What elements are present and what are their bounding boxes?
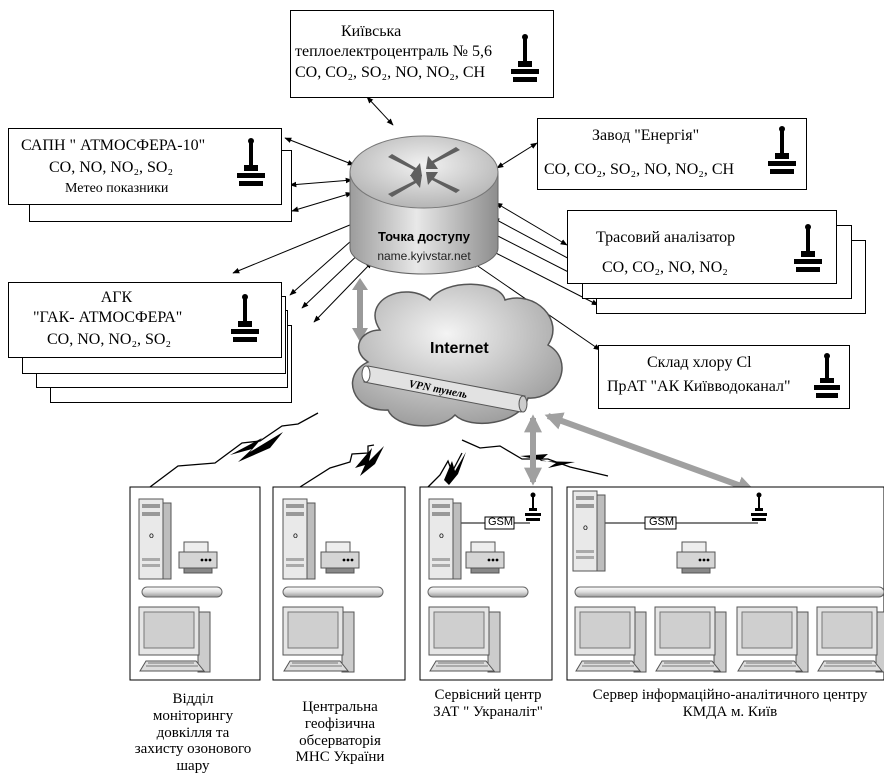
caption-line: довкілля та <box>156 724 230 741</box>
kyiv-tec-name2: теплоелектроцентраль № 5,6 <box>295 43 492 60</box>
lan-pipes <box>141 586 884 598</box>
computer-tower-icon: o <box>428 498 462 580</box>
monitor-icon <box>282 606 355 673</box>
sensor-antenna-icon <box>237 138 265 186</box>
sensor-antenna-icon <box>814 353 840 398</box>
agk-name: АГК <box>100 289 133 306</box>
access-point-host: name.kyivstar.net <box>377 249 471 263</box>
computer-tower-icon: o <box>282 498 316 580</box>
printer-icon <box>465 541 505 574</box>
caption-line: обсерваторія <box>299 732 381 749</box>
chlorine-name: Склад хлору Cl <box>647 354 752 371</box>
sensor-antenna-icon <box>768 126 796 174</box>
monitor-icon <box>654 606 727 673</box>
gsm-modems <box>460 516 758 530</box>
caption-observatory: Центральна геофізична обсерваторія МНС У… <box>270 699 410 766</box>
monitor-icon <box>816 606 884 673</box>
caption-server: Сервер інформаційно-аналітичного центру … <box>585 687 875 721</box>
gsm-label-server: GSM <box>649 516 675 528</box>
caption-line: КМДА м. Київ <box>682 703 778 720</box>
sapn-meteo: Метео показники <box>65 181 169 196</box>
caption-line: ЗАТ " Украналіт" <box>433 703 543 720</box>
energy-plant-box: Завод "Енергія" CO, CO₂, SO₂, NO, NO₂, C… <box>537 118 807 190</box>
caption-line: Сервер інформаційно-аналітичного центру <box>592 687 868 703</box>
wireless-links <box>149 412 609 488</box>
agk-system: "ГАК- АТМОСФЕРА" <box>33 309 183 326</box>
caption-line: захисту озонового <box>134 741 252 758</box>
monitor-icon <box>574 606 647 673</box>
printer-icon <box>676 541 716 574</box>
gsm-links <box>524 412 756 494</box>
access-point-label: Точка доступу <box>378 229 470 244</box>
sensor-antenna-icon <box>794 224 822 272</box>
chlorine-company: ПрАТ "АК Київводоканал" <box>607 378 791 395</box>
router-cloud-link <box>352 278 368 342</box>
internet-label: Internet <box>430 340 489 357</box>
internet-cloud <box>351 283 563 427</box>
printer-icon <box>178 541 218 574</box>
caption-line: геофізична <box>304 715 376 732</box>
sensor-antenna-icon <box>511 34 539 82</box>
caption-line: моніторингу <box>152 707 234 724</box>
svg-text:o: o <box>439 531 444 540</box>
trace-analyzer-box: Трасовий аналізатор CO, CO₂, NO, NO₂ <box>567 210 837 284</box>
sapn-box: САПН " АТМОСФЕРА-10" CO, NO, NO₂, SO₂ Ме… <box>8 128 282 205</box>
svg-text:o: o <box>583 523 588 532</box>
caption-line: шару <box>176 758 210 775</box>
gsm-antenna-icon <box>525 492 541 521</box>
caption-service-center: Сервісний центр ЗАТ " Украналіт" <box>408 687 568 721</box>
caption-line: Сервісний центр <box>434 687 542 703</box>
agk-box: АГК "ГАК- АТМОСФЕРА" CO, NO, NO₂, SO₂ <box>8 282 282 358</box>
chlorine-storage-box: Склад хлору Cl ПрАТ "АК Київводоканал" <box>598 345 850 409</box>
svg-text:o: o <box>149 531 154 540</box>
sapn-name: САПН " АТМОСФЕРА-10" <box>21 137 206 154</box>
monitor-icon <box>736 606 809 673</box>
computer-tower-icon: o <box>138 498 172 580</box>
caption-line: МНС України <box>295 749 385 766</box>
computer-tower-icon: o <box>572 490 606 572</box>
trace-analyzer-name: Трасовий аналізатор <box>596 229 736 246</box>
kyiv-tec-name: Київська <box>341 23 402 40</box>
caption-line: Відділ <box>172 691 214 707</box>
access-point-router <box>349 135 499 275</box>
gsm-antenna-icon <box>751 492 767 521</box>
caption-line: Центральна <box>302 699 378 715</box>
svg-text:o: o <box>293 531 298 540</box>
energy-plant-gases: CO, CO₂, SO₂, NO, NO₂, CH <box>544 161 735 178</box>
kyiv-tec-box: Київська теплоелектроцентраль № 5,6 CO, … <box>290 10 554 98</box>
sensor-antenna-icon <box>231 294 259 342</box>
monitor-icon <box>428 606 501 673</box>
trace-analyzer-gases: CO, CO₂, NO, NO₂ <box>602 259 728 276</box>
sapn-gases: CO, NO, NO₂, SO₂ <box>49 159 174 176</box>
caption-monitoring: Відділ моніторингу довкілля та захисту о… <box>118 691 268 775</box>
kyiv-tec-gases: CO, CO₂, SO₂, NO, NO₂, CH <box>295 64 486 81</box>
energy-plant-name: Завод "Енергія" <box>592 127 700 144</box>
printer-icon <box>320 541 360 574</box>
agk-gases: CO, NO, NO₂, SO₂ <box>47 331 172 348</box>
monitor-icon <box>138 606 211 673</box>
gsm-label-service: GSM <box>488 516 514 528</box>
